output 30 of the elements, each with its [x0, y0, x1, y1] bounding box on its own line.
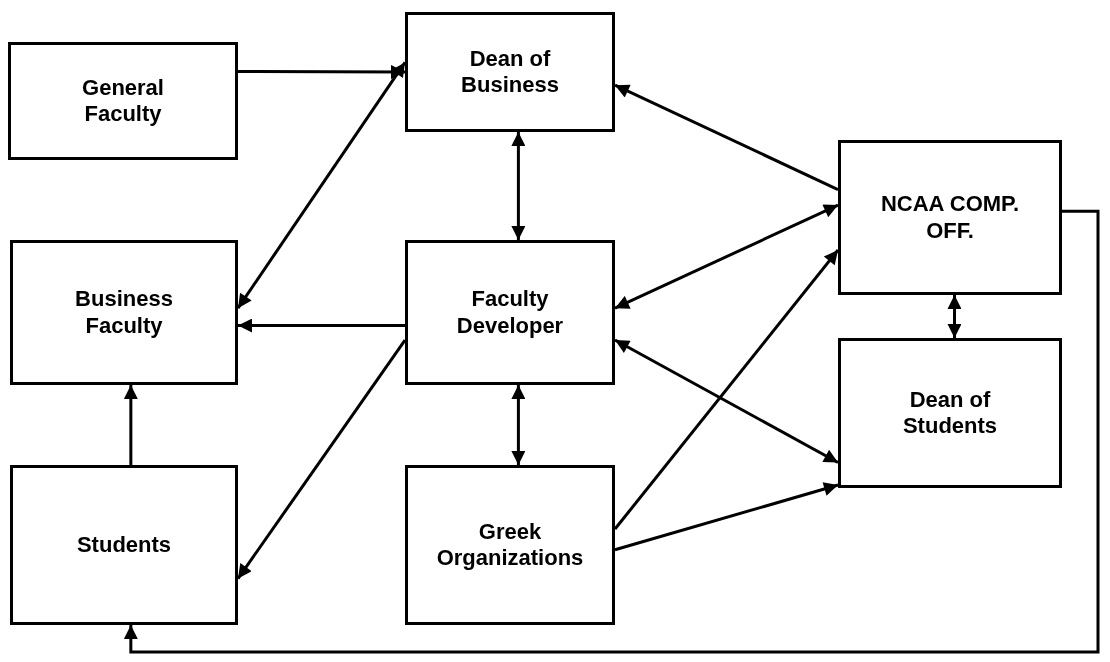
box-label: Students: [76, 531, 172, 559]
arrow: [614, 203, 839, 310]
box-label: General Faculty: [81, 74, 165, 128]
arrow: [123, 385, 138, 465]
box-label: Faculty Developer: [455, 286, 565, 339]
arrow: [238, 64, 405, 79]
arrow: [614, 482, 839, 552]
arrow: [511, 385, 526, 465]
arrow: [238, 318, 405, 333]
box-label: Business Faculty: [74, 286, 174, 339]
process-box: [838, 140, 1062, 295]
process-box: [405, 240, 615, 385]
arrow: [613, 249, 840, 530]
box-label: Greek Organizations: [435, 518, 585, 572]
process-box: [8, 42, 238, 160]
arrow: [614, 338, 839, 464]
arrow: [947, 295, 962, 338]
process-box: [10, 465, 238, 625]
process-box: [838, 338, 1062, 488]
arrow: [614, 83, 839, 191]
box-label: NCAA COMP. OFF.: [879, 191, 1021, 244]
arrow: [236, 61, 407, 309]
arrow: [123, 209, 1100, 654]
box-label: Dean of Students: [901, 386, 999, 440]
arrow: [511, 132, 526, 240]
arrow: [236, 339, 407, 580]
box-label: Dean of Business: [460, 45, 560, 99]
process-box: [405, 12, 615, 132]
process-box: [405, 465, 615, 625]
process-box: [10, 240, 238, 385]
